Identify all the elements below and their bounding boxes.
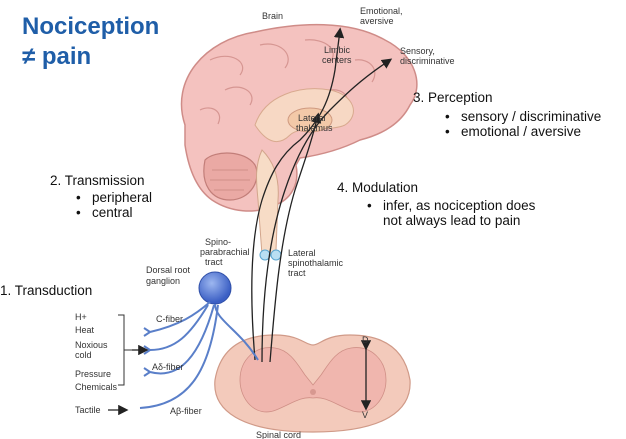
- stimulus-noxious: Noxious: [75, 340, 108, 350]
- stimulus-chemicals: Chemicals: [75, 382, 118, 392]
- transmission-item-central: central: [76, 205, 152, 220]
- label-ab-fiber: Aβ-fiber: [170, 406, 202, 416]
- step-transduction: 1. Transduction: [0, 283, 93, 298]
- stimulus-heat: Heat: [75, 325, 95, 335]
- label-limbic-1: Limbic: [324, 45, 351, 55]
- label-sensory-1: Sensory,: [400, 46, 435, 56]
- label-drg-2: ganglion: [146, 276, 180, 286]
- label-axis-d: D: [362, 335, 369, 345]
- step-transmission-heading: 2. Transmission: [50, 173, 145, 188]
- label-spinal-cord: Spinal cord: [256, 430, 301, 439]
- stimulus-cold: cold: [75, 350, 92, 360]
- label-brain: Brain: [262, 11, 283, 21]
- step-modulation-heading: 4. Modulation: [337, 180, 419, 195]
- step-perception-heading: 3. Perception: [413, 90, 493, 105]
- modulation-item-line1: infer, as nociception does: [367, 198, 535, 213]
- label-spino-3: tract: [205, 257, 223, 267]
- slide-title: Nociception ≠ pain: [22, 12, 159, 72]
- label-c-fiber: C-fiber: [156, 314, 183, 324]
- spinal-cord: [214, 334, 411, 433]
- perception-item-emotional: emotional / aversive: [445, 124, 601, 139]
- stimulus-bracket: [118, 314, 132, 386]
- step-modulation: 4. Modulation infer, as nociception does…: [337, 180, 535, 228]
- stimulus-tactile: Tactile: [75, 405, 101, 415]
- ascending-tracts: [251, 27, 393, 363]
- title-line-1: Nociception: [22, 13, 160, 40]
- step-perception: 3. Perception sensory / discriminative e…: [413, 90, 601, 139]
- label-lateral-3: tract: [288, 268, 306, 278]
- stimulus-h: H+: [75, 312, 87, 322]
- label-emotional-2: aversive: [360, 16, 394, 26]
- modulation-item-line2: not always lead to pain: [383, 213, 521, 228]
- label-lateral-1: Lateral: [288, 248, 316, 258]
- label-sensory-2: discriminative: [400, 56, 455, 66]
- title-line-2: ≠ pain: [22, 43, 92, 70]
- perception-item-sensory: sensory / discriminative: [445, 109, 601, 124]
- label-thalamus-2: thalamus: [296, 123, 333, 133]
- label-ad-fiber: Aδ-fiber: [152, 362, 184, 372]
- label-drg-1: Dorsal root: [146, 265, 191, 275]
- label-lateral-2: spinothalamic: [288, 258, 344, 268]
- label-axis-v: V: [362, 410, 368, 420]
- spinothalamic-node: [270, 249, 282, 261]
- label-spino-2: parabrachial: [200, 247, 250, 257]
- transmission-item-peripheral: peripheral: [76, 190, 152, 205]
- label-spino-1: Spino-: [205, 237, 231, 247]
- label-emotional-1: Emotional,: [360, 6, 403, 16]
- label-limbic-2: centers: [322, 55, 352, 65]
- stimulus-pressure: Pressure: [75, 369, 111, 379]
- label-thalamus-1: Lateral: [298, 113, 326, 123]
- step-transmission: 2. Transmission peripheral central: [50, 173, 152, 220]
- dorsal-root-ganglion: [198, 271, 232, 305]
